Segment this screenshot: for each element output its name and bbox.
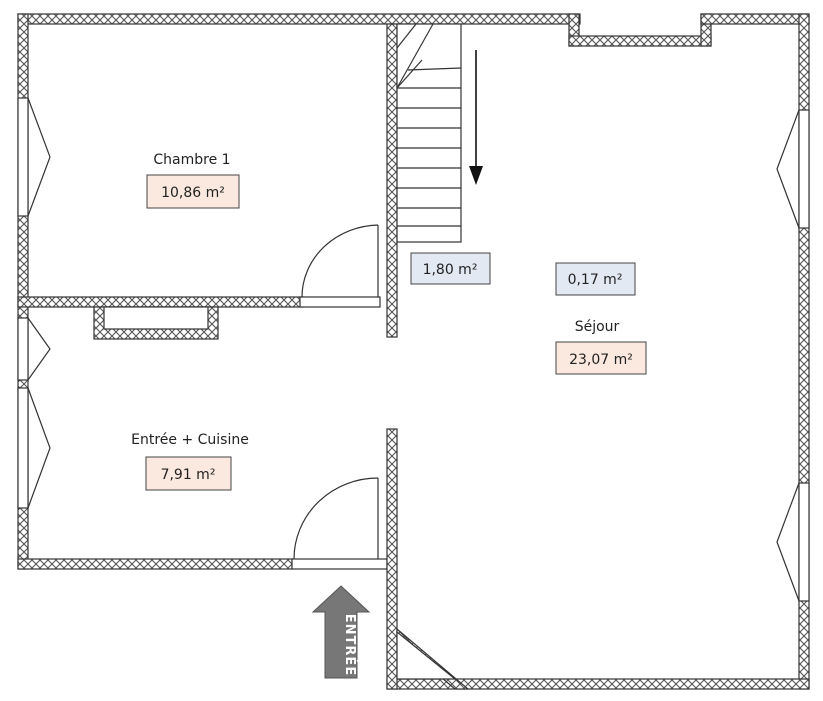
wall-chambre-entree <box>17 296 305 308</box>
door-chambre-arc <box>301 224 379 298</box>
door-entree-arc <box>293 477 379 560</box>
stairs-outline <box>396 23 462 243</box>
staircase <box>396 23 462 243</box>
stair-winder <box>396 23 417 49</box>
doors <box>293 224 379 560</box>
area-box-chambre <box>146 174 240 209</box>
entrance-label: ENTRÉE <box>342 614 358 676</box>
area-chambre: 10,86 m² <box>161 185 225 201</box>
window-entree-top <box>17 317 29 381</box>
window-sejour-bottom <box>798 482 810 602</box>
window-entree-top-swing <box>27 317 51 381</box>
window-chambre <box>17 97 29 217</box>
area-box-stairs <box>410 252 491 285</box>
area-stairs: 1,80 m² <box>423 262 478 278</box>
windows <box>17 97 810 602</box>
wall-top-right <box>700 13 810 25</box>
niche-inner <box>103 306 209 330</box>
area-closet: 0,17 m² <box>568 272 623 288</box>
area-sejour: 23,07 m² <box>569 352 633 368</box>
window-chambre-swing <box>27 97 51 217</box>
area-box-sejour <box>555 341 647 375</box>
window-entree-swing <box>27 387 51 509</box>
wall-top-left <box>17 13 581 25</box>
stair-winder <box>396 23 434 89</box>
wall-entree-sejour <box>386 428 398 690</box>
entrance-threshold <box>291 558 388 570</box>
window-sejour-top <box>798 109 810 229</box>
entrance-arrow-icon: ENTRÉE <box>311 585 371 679</box>
room-name-sejour: Séjour <box>575 319 620 335</box>
wall-notch-bottom <box>568 35 712 47</box>
walls <box>17 13 810 690</box>
area-box-entree-cuisine <box>145 456 232 491</box>
window-entree <box>17 387 29 509</box>
wall-bottom-entree-left <box>17 558 293 570</box>
window-sejour-bottom-swing <box>776 482 800 602</box>
stair-winder <box>407 67 462 71</box>
stair-winder <box>396 59 423 89</box>
room-name-entree-cuisine: Entrée + Cuisine <box>131 432 249 448</box>
window-sejour-top-swing <box>776 109 800 229</box>
stairs-down-arrow-icon <box>469 50 483 185</box>
area-box-closet <box>555 262 636 296</box>
room-name-chambre: Chambre 1 <box>153 152 230 168</box>
corner-closet <box>396 630 457 680</box>
chambre-door-threshold <box>299 296 381 308</box>
area-entree-cuisine: 7,91 m² <box>161 467 216 483</box>
wall-stairs <box>386 23 398 338</box>
